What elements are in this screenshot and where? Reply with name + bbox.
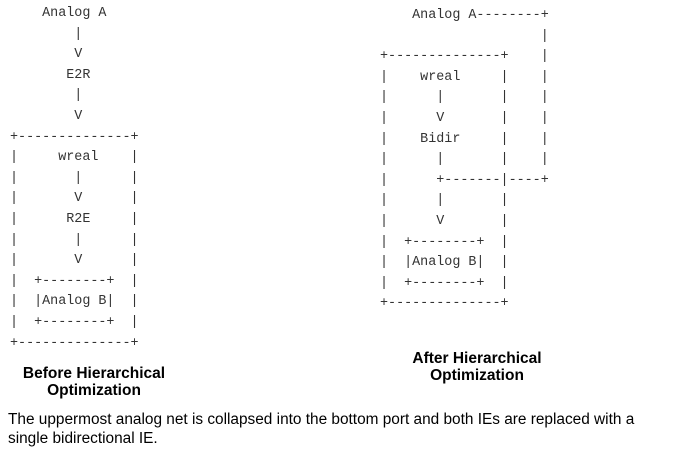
before-caption-line-2: Optimization [47, 382, 141, 399]
after-caption-line-1: After Hierarchical [412, 350, 542, 367]
before-caption-line-1: Before Hierarchical [22, 365, 166, 382]
figure-description: The uppermost analog net is collapsed in… [8, 411, 635, 447]
before-optimization-diagram: Analog A | V E2R | V +--------------+ | … [10, 6, 139, 351]
after-optimization-caption: After Hierarchical Optimization [392, 350, 562, 384]
after-optimization-diagram: Analog A--------+ | +--------------+ | |… [380, 8, 549, 312]
before-optimization-caption: Before Hierarchical Optimization [4, 365, 184, 399]
after-caption-line-2: Optimization [430, 367, 524, 384]
